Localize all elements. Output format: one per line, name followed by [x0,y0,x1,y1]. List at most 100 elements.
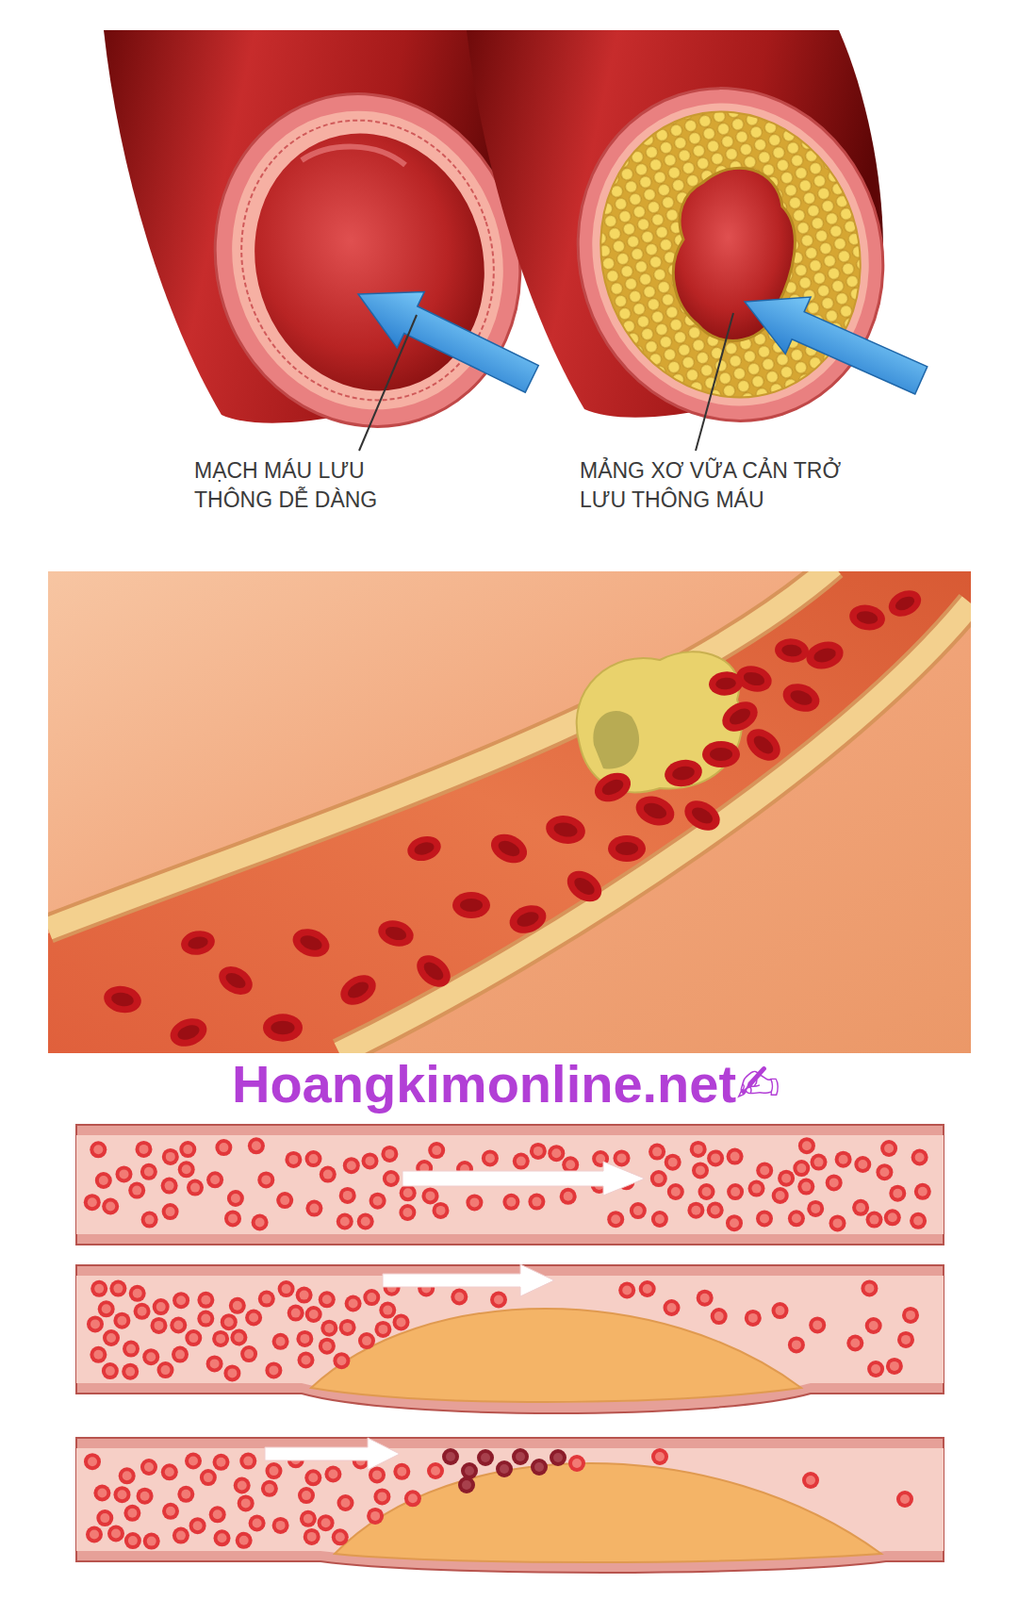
red-blood-cell [689,1140,707,1158]
red-blood-cell [696,1289,714,1307]
red-blood-cell [177,1485,195,1503]
red-blood-cell [607,835,646,862]
red-blood-cell [178,1160,196,1178]
vessel-wall-edge [48,571,834,929]
red-blood-cell [297,1351,315,1369]
red-blood-cell [378,1301,396,1319]
red-blood-cell [867,1360,885,1378]
red-blood-cell [199,1468,217,1486]
vessel-wall [76,1124,944,1245]
red-blood-cell [169,1316,187,1334]
blood-cells [83,1136,932,1232]
red-blood-cell [157,1361,175,1379]
red-blood-cell [702,740,740,768]
red-blood-cell [261,1479,279,1497]
red-blood-cell [380,1145,398,1163]
red-blood-cell [251,1214,269,1232]
red-blood-cell [224,1209,242,1227]
vessel-lumen [76,1275,944,1402]
red-blood-cell [297,1486,315,1504]
red-blood-cell [664,1153,682,1171]
red-blood-cell [102,1329,120,1347]
red-blood-cell [527,1193,545,1211]
label-holder: Hoangkimonline.net✍ [0,1053,1013,1115]
red-blood-cell [559,1187,577,1205]
red-blood-cell [755,1161,773,1179]
red-blood-cell [808,1315,826,1333]
red-blood-cell [798,1136,816,1154]
red-blood-cell [152,1297,170,1315]
red-blood-cell [240,1345,258,1363]
clot-cell [458,1476,476,1494]
red-blood-cell [118,1466,136,1484]
vessel-lumen [48,571,971,1053]
red-blood-cell [197,1291,214,1309]
red-blood-cell [648,1143,666,1161]
flow-arrow [344,265,546,407]
red-blood-cell [124,1531,142,1549]
red-blood-cell [358,1331,376,1349]
red-blood-cell [172,1527,190,1544]
red-blood-cell [86,1314,104,1332]
red-blood-cell [295,1286,313,1304]
red-blood-cell [792,1159,810,1177]
red-blood-cell [432,1201,450,1219]
red-blood-cell [361,1151,379,1169]
red-blood-cell [162,1202,180,1220]
red-blood-cell [93,1484,111,1502]
red-blood-cell [318,1290,336,1308]
vessel-lumen [76,1447,944,1561]
red-blood-cell [332,1351,350,1369]
red-blood-cell [85,1526,103,1544]
red-blood-cell [631,790,679,831]
red-blood-cell [184,1329,202,1347]
clot-cell [426,1461,444,1479]
blood-cells [86,1279,920,1382]
red-blood-cell [239,1452,257,1470]
red-blood-cell [639,1280,657,1298]
red-blood-cell [481,1149,499,1166]
red-blood-cell [287,1304,305,1322]
red-blood-cell [679,794,726,837]
plaque [576,651,742,792]
red-blood-cell [245,1309,263,1327]
red-blood-cell [133,1302,151,1320]
red-blood-cell [339,1186,357,1204]
red-blood-cell [90,1280,108,1298]
red-blood-cell [725,1214,743,1232]
clot-cell [442,1447,460,1465]
label-holder: MẢNG XƠ VỮA CẢN TRỞ LƯU THÔNG MÁU [579,456,863,515]
red-blood-cell [248,1514,266,1532]
red-blood-cell [162,1502,180,1520]
red-blood-cell [740,722,788,767]
red-blood-cell [295,1329,313,1347]
red-blood-cell [303,1527,321,1545]
red-blood-cell [237,1494,255,1511]
red-blood-cell [107,1525,125,1543]
red-blood-cell [140,1163,158,1181]
leader-label: MẢNG XƠ VỮA CẢN TRỞ LƯU THÔNG MÁU [579,456,863,515]
red-blood-cell [179,1140,197,1158]
red-blood-cell [777,1169,795,1187]
red-blood-cell [490,1291,508,1309]
narrowed-vessel-strip [76,1264,944,1413]
red-blood-cell [846,1334,864,1352]
red-blood-cell [122,1340,140,1358]
panel-cross-sections [103,30,935,467]
red-blood-cell [83,1193,101,1211]
red-blood-cell [101,1362,119,1380]
red-blood-cell [909,1212,927,1230]
red-blood-cell [860,1279,878,1297]
red-blood-cell [318,1337,336,1355]
flow-arrow [264,1437,400,1470]
red-blood-cell [123,1504,141,1522]
red-blood-cell [726,1182,744,1200]
red-blood-cell [113,1312,131,1330]
red-blood-cell [83,1452,101,1470]
clot-cell [530,1458,548,1476]
red-blood-cell [650,1169,668,1187]
red-blood-cell [393,1313,411,1330]
red-blood-cell [220,1313,238,1330]
red-blood-cell [486,828,532,869]
red-blood-cell [810,1153,828,1171]
